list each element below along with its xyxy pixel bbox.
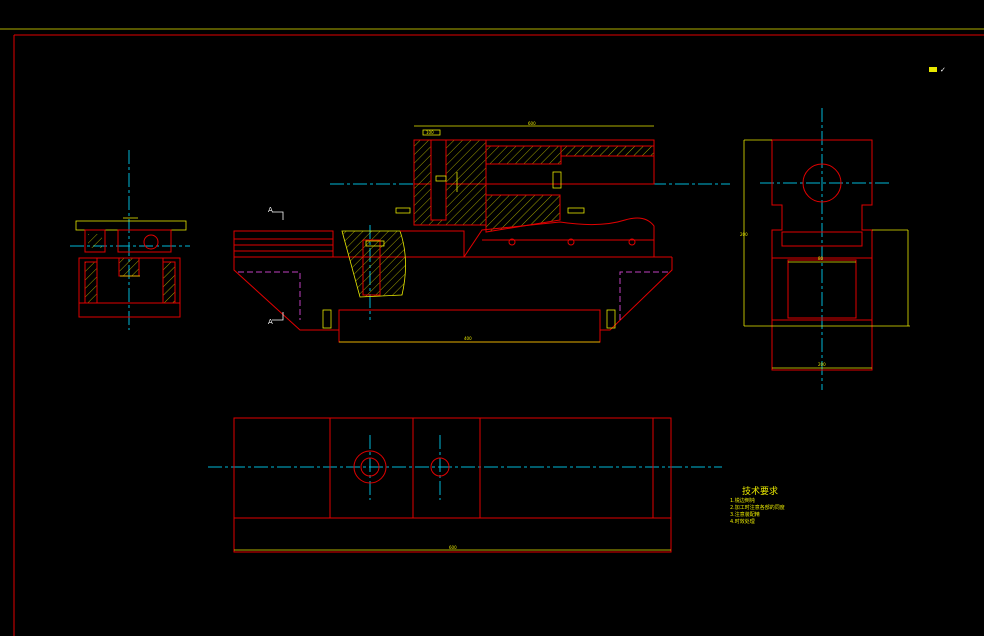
- dim-top-main: 600: [528, 121, 536, 126]
- tech-note-3: 3.注意装配精: [730, 511, 760, 518]
- right-view: 200 80 200: [740, 108, 910, 390]
- dim-top-small: 100: [426, 130, 434, 135]
- dim-right-left: 200: [740, 232, 748, 237]
- left-side-view: [70, 150, 190, 330]
- dim-right-inner: 80: [818, 256, 824, 261]
- section-label-top: A: [268, 206, 273, 214]
- top-plan-view: 600: [208, 417, 722, 553]
- dim-right-bottom: 200: [818, 362, 826, 367]
- main-front-view: 400 600 100: [233, 121, 730, 343]
- tech-note-1: 1.锐边倒钝: [730, 497, 755, 504]
- dim-base: 400: [464, 336, 472, 341]
- section-label-bottom: A: [268, 318, 273, 326]
- tech-note-2: 2.加工时注意各部的同度: [730, 504, 785, 511]
- tech-requirements-title: 技术要求: [742, 485, 778, 497]
- roughness-symbol: ✓: [929, 66, 946, 74]
- dim-side-view: 600: [449, 545, 457, 550]
- roughness-mark: ✓: [940, 66, 946, 74]
- tech-requirements: 技术要求 1.锐边倒钝 2.加工时注意各部的同度 3.注意装配精 4.时效处理: [730, 485, 785, 525]
- tech-note-4: 4.时效处理: [730, 518, 755, 525]
- drawing-frame: [0, 28, 984, 636]
